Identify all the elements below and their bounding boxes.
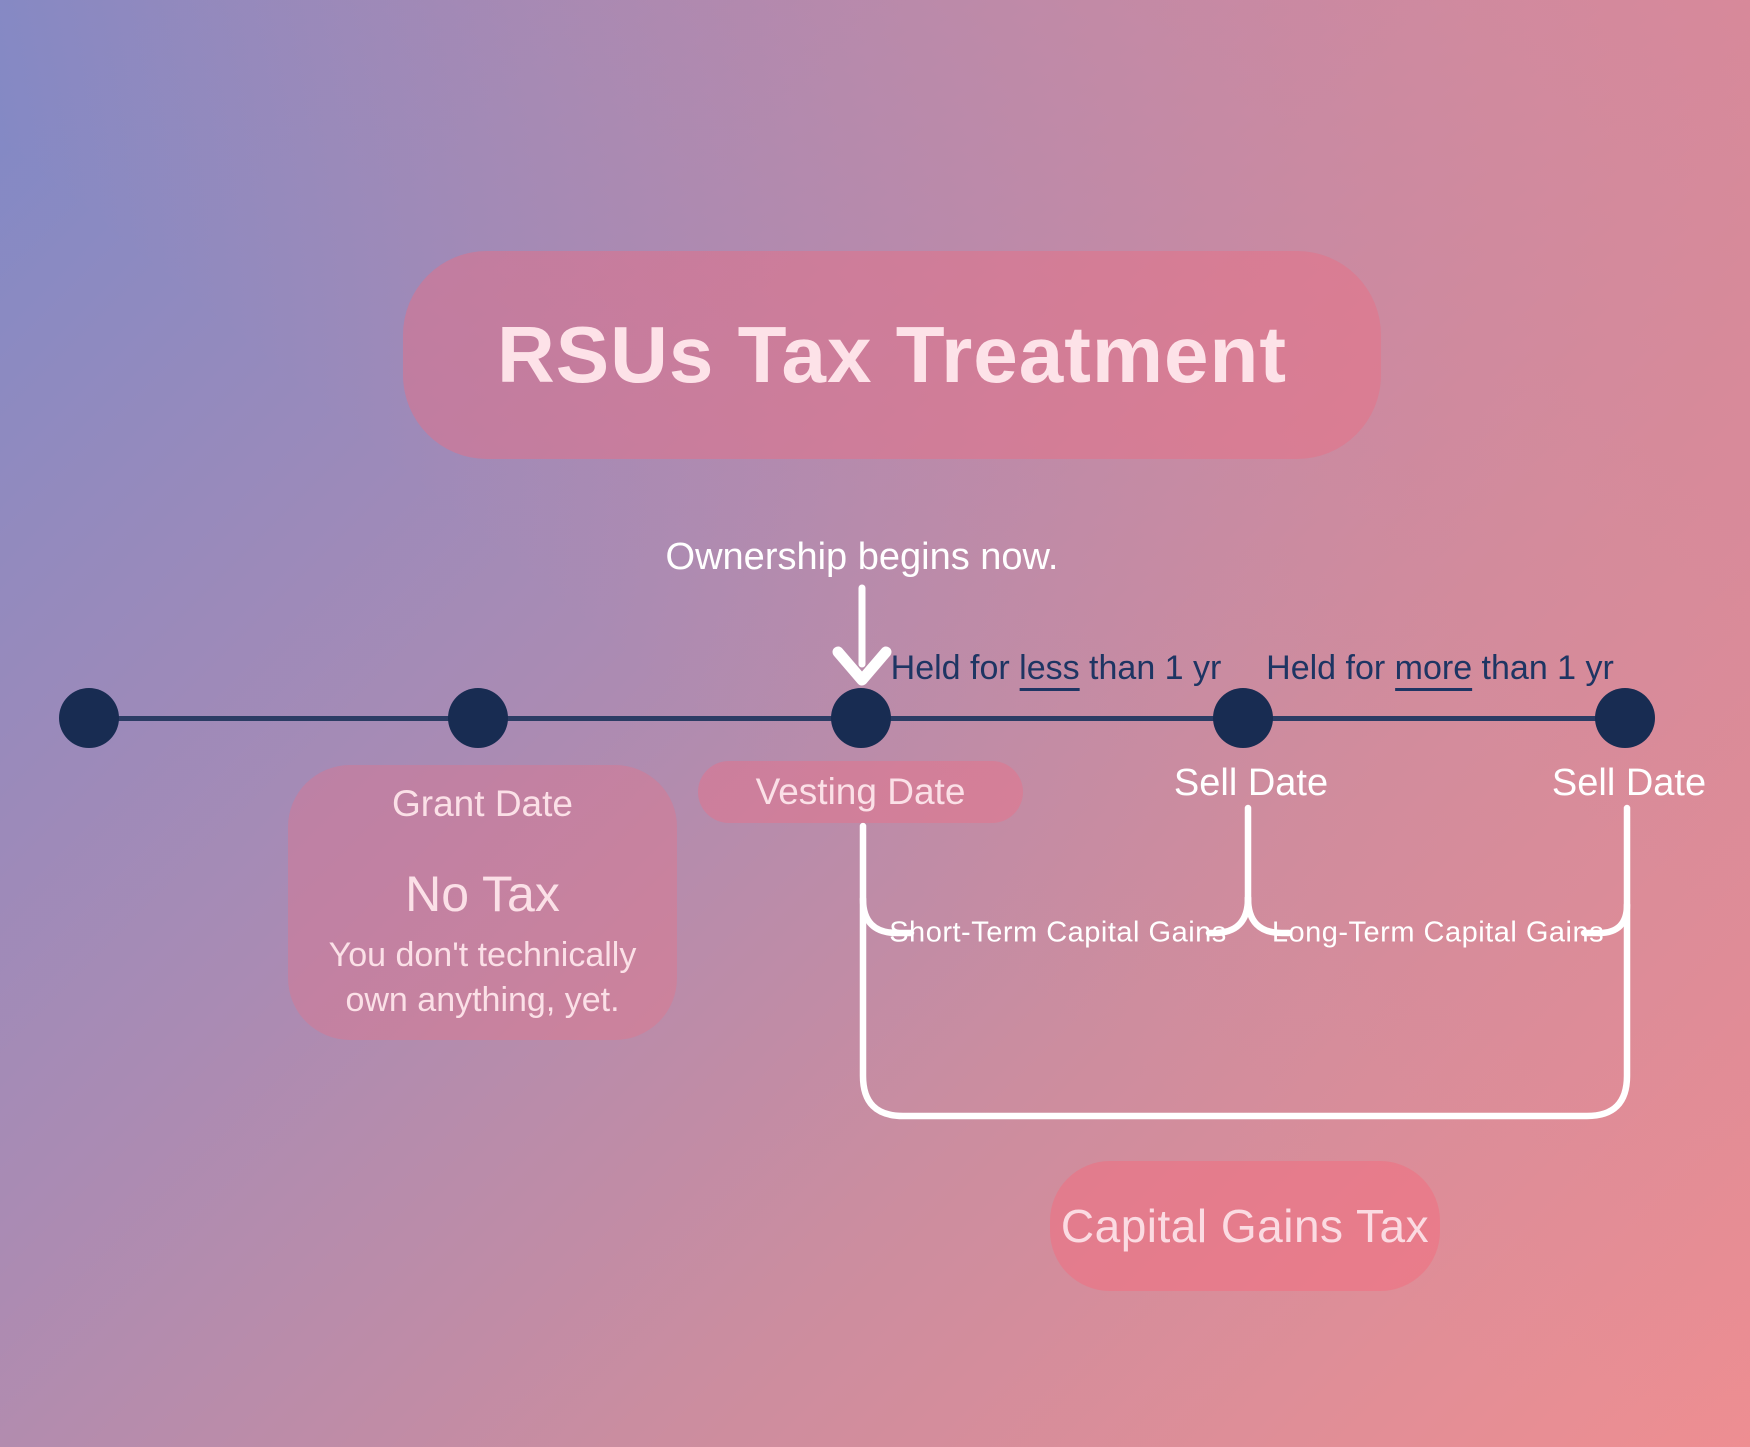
capital-gains-tax-label: Capital Gains Tax: [1060, 1200, 1430, 1252]
down-arrow-head-icon: [832, 646, 892, 686]
capital-gains-big-bracket: [859, 804, 1631, 1120]
held-less-than-1yr-label: Held for less than 1 yr: [890, 649, 1222, 691]
ownership-annotation: Ownership begins now.: [665, 536, 1059, 578]
held-more-than-1yr-label: Held for more than 1 yr: [1266, 649, 1614, 691]
held-more-emphasis: more: [1394, 649, 1473, 691]
title-banner: RSUs Tax Treatment: [403, 251, 1381, 459]
vesting-date-pill: Vesting Date: [698, 761, 1023, 823]
long-term-bracket-right: [1580, 901, 1631, 937]
short-term-bracket-left: [859, 895, 915, 937]
sell-date-short-label: Sell Date: [1173, 762, 1329, 804]
sell-date-long-label: Sell Date: [1551, 762, 1707, 804]
held-less-post: than 1 yr: [1079, 649, 1222, 687]
grant-note-line-2: own anything, yet.: [345, 981, 620, 1019]
held-less-emphasis: less: [1019, 649, 1080, 691]
capital-gains-tax-pill: Capital Gains Tax: [1050, 1161, 1440, 1291]
held-less-pre: Held for: [890, 649, 1020, 687]
grant-note-line-1: You don't technically: [328, 936, 637, 974]
long-term-capital-gains-label: Long-Term Capital Gains: [1271, 916, 1605, 949]
short-term-capital-gains-label: Short-Term Capital Gains: [889, 916, 1227, 949]
grant-date-panel: Grant Date No Tax You don't technically …: [288, 765, 677, 1040]
held-more-pre: Held for: [1266, 649, 1395, 687]
grant-date-label: Grant Date: [392, 783, 573, 824]
timeline-dot-sell-date-long: [1595, 688, 1655, 748]
grant-note: You don't technically own anything, yet.: [288, 933, 677, 1023]
timeline-dot-start: [59, 688, 119, 748]
timeline-dot-vesting-date: [831, 688, 891, 748]
held-more-post: than 1 yr: [1472, 649, 1614, 687]
vesting-date-label: Vesting Date: [755, 771, 966, 812]
long-term-bracket-left: [1244, 894, 1293, 937]
timeline-dot-sell-date-short: [1213, 688, 1273, 748]
page-title: RSUs Tax Treatment: [496, 310, 1288, 399]
grant-no-tax-label: No Tax: [405, 866, 560, 922]
timeline-dot-grant-date: [448, 688, 508, 748]
